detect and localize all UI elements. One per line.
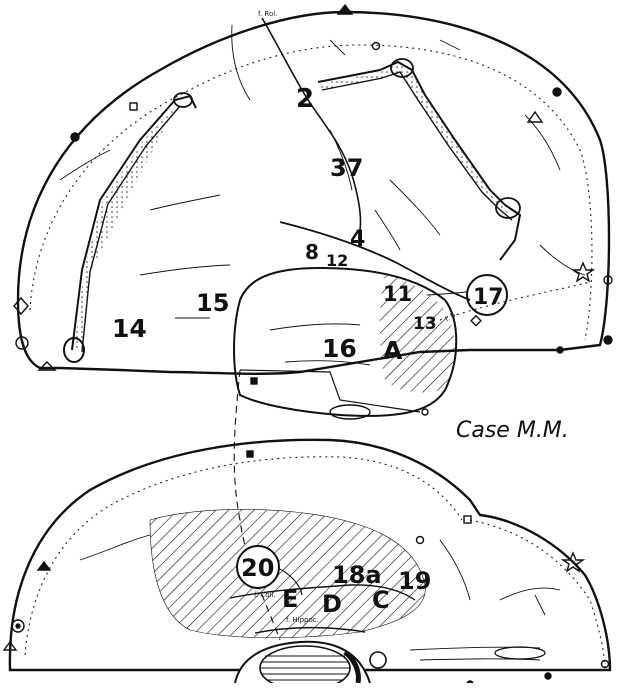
label-rolandic: f. Rol. [258, 10, 277, 18]
rolandic-fissure [262, 18, 361, 230]
label-area-C: C [372, 586, 390, 614]
upper-dotted-contour-2 [440, 282, 590, 320]
label-area-37: 37 [330, 154, 363, 182]
label-area-15: 15 [196, 289, 229, 317]
label-area-4: 4 [350, 227, 365, 252]
label-area-13: 13 [413, 314, 437, 334]
figure-caption: Case M.M. [456, 418, 569, 443]
label-area-16: 16 [322, 334, 357, 363]
frontal-cut [72, 96, 196, 350]
label-hippocampal: f. Hippoc. [286, 616, 319, 624]
label-area-A: A [383, 336, 403, 365]
label-area-8: 8 [305, 240, 319, 264]
label-area-2: 2 [296, 84, 314, 114]
label-area-19: 19 [398, 567, 431, 595]
upper-brain-outline [18, 12, 609, 374]
label-area-14: 14 [112, 314, 147, 343]
upper-brain [14, 5, 612, 419]
label-area-11: 11 [383, 282, 412, 306]
label-area-12: 12 [326, 251, 348, 270]
label-area-E: E [282, 585, 298, 613]
label-area-20: 20 [241, 554, 274, 582]
label-area-18a: 18a [332, 561, 382, 589]
label-area-D: D [322, 590, 342, 618]
label-collateral: f. Coll. [254, 591, 276, 599]
label-area-17: 17 [473, 285, 504, 310]
lower-brain [4, 440, 610, 683]
